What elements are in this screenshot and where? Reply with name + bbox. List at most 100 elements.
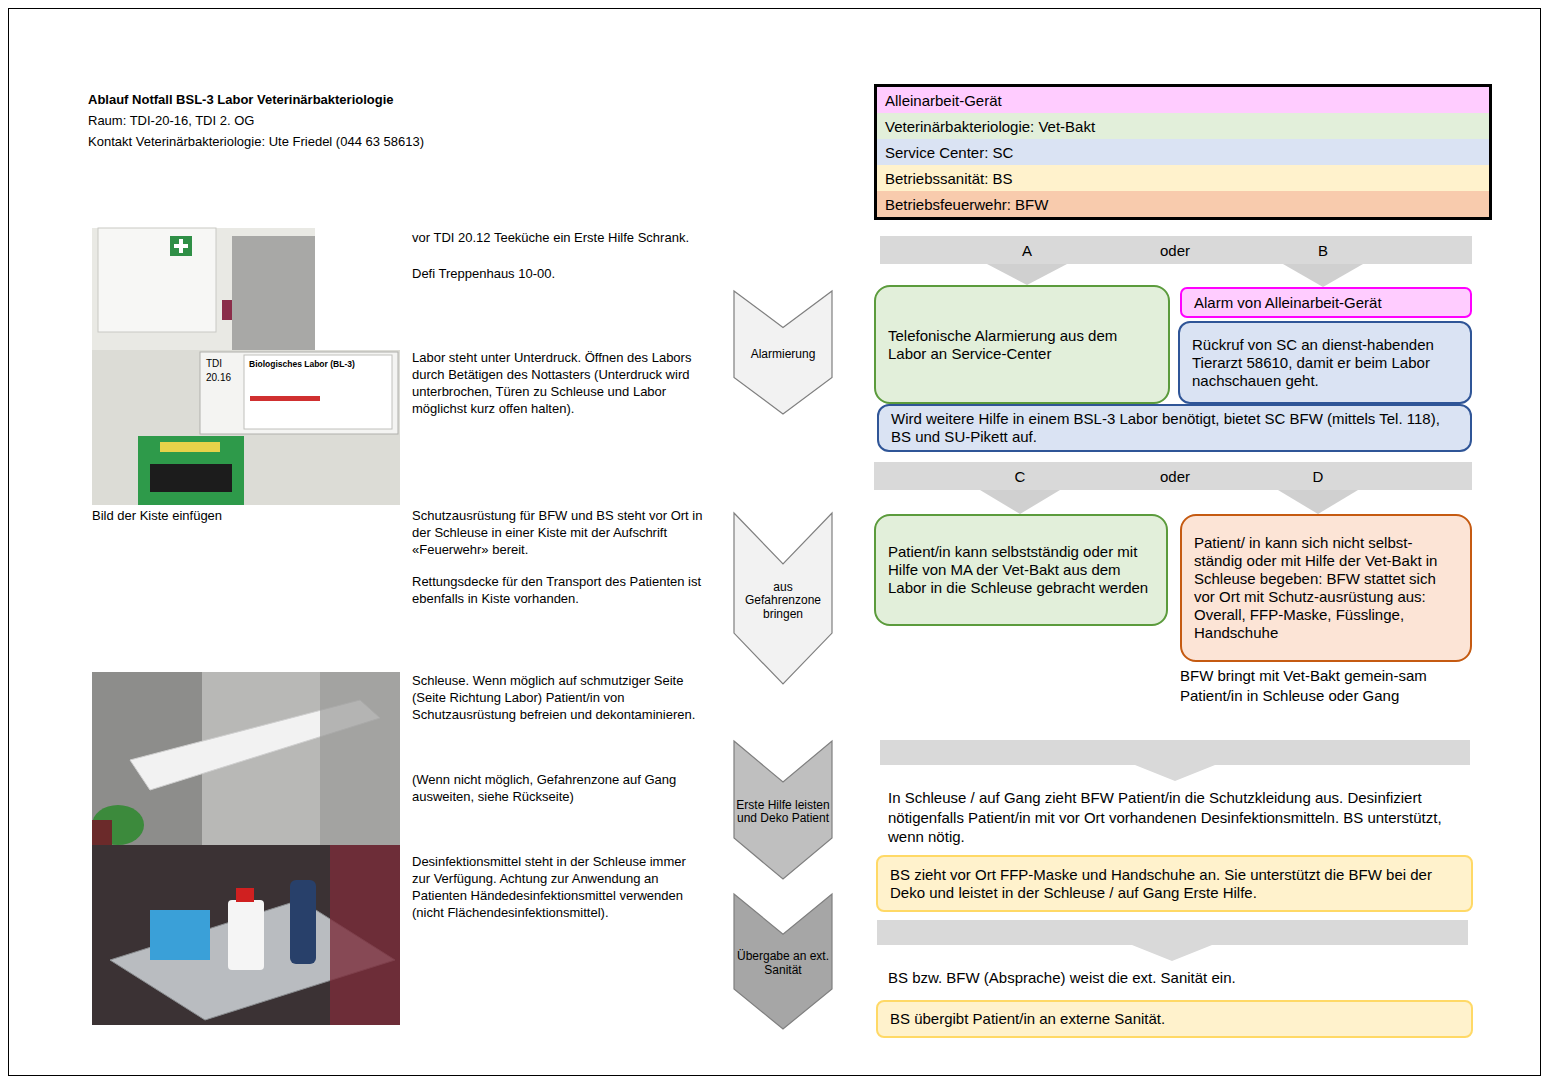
- note-text: vor TDI 20.12 Teeküche ein Erste Hilfe S…: [412, 230, 704, 247]
- tube-rack: [150, 910, 210, 960]
- legend-text: Betriebsfeuerwehr: BFW: [885, 196, 1048, 213]
- door: [232, 236, 315, 350]
- legend-text: Veterinärbakteriologie: Vet-Bakt: [885, 118, 1095, 135]
- note-text: Biologisches Labor (BL-3): [249, 359, 389, 370]
- box-text: Patient/in kann selbstständig oder mit H…: [888, 543, 1154, 597]
- note-text: TDI: [206, 357, 242, 370]
- note-text: Raum: TDI-20-16, TDI 2. OG: [88, 113, 688, 130]
- box-text: Wird weitere Hilfe in einem BSL-3 Labor …: [891, 410, 1458, 446]
- door-handle: [222, 300, 232, 320]
- flow-arrow: [1132, 945, 1212, 961]
- process-box: Telefonische Alarmierung aus dem Labor a…: [874, 285, 1170, 404]
- page-frame: [9, 9, 1541, 1076]
- note-text: (Wenn nicht möglich, Gefahrenzone auf Ga…: [412, 772, 704, 806]
- box-text: BS übergibt Patient/in an externe Sanitä…: [890, 1010, 1459, 1028]
- photo-disinfectant: [92, 845, 400, 1025]
- note-text: In Schleuse / auf Gang zieht BFW Patient…: [888, 788, 1468, 847]
- flow-arrow: [1135, 765, 1215, 781]
- photo-first-aid-cabinet: [92, 228, 315, 350]
- flow-band: [877, 920, 1468, 945]
- chevron-outline: [734, 741, 832, 879]
- phase-chevron: aus Gefahrenzone bringen: [733, 512, 833, 685]
- legend-text: Betriebssanität: BS: [885, 170, 1013, 187]
- flow-band: [880, 740, 1470, 765]
- box-text: Alarm von Alleinarbeit-Gerät: [1194, 294, 1458, 312]
- sign-plate: [200, 352, 398, 434]
- note-text: BS bzw. BFW (Absprache) weist die ext. S…: [888, 968, 1468, 988]
- band-text: B: [1318, 242, 1328, 259]
- box-text: Rückruf von SC an dienst-habenden Tierar…: [1192, 336, 1458, 390]
- flow-arrow: [987, 264, 1067, 285]
- spray-bottle: [290, 880, 316, 964]
- band-text: C: [1015, 468, 1026, 485]
- legend-swatch: Veterinärbakteriologie: Vet-Bakt: [877, 113, 1489, 139]
- sign-inner: [244, 355, 392, 429]
- band-text: A: [1022, 242, 1032, 259]
- chevron-text-area: aus Gefahrenzone bringen: [736, 566, 830, 637]
- legend-swatch: Service Center: SC: [877, 139, 1489, 165]
- flow-arrow: [980, 490, 1060, 514]
- box-text: Telefonische Alarmierung aus dem Labor a…: [888, 327, 1156, 363]
- button-window: [150, 464, 232, 492]
- phase-label: Alarmierung: [751, 348, 816, 362]
- process-box: Rückruf von SC an dienst-habenden Tierar…: [1178, 321, 1472, 404]
- glove: [92, 820, 112, 845]
- phase-chevron: Erste Hilfe leisten und Deko Patient: [733, 740, 833, 880]
- chevron-outline: [734, 291, 832, 414]
- band-text: oder: [1160, 468, 1190, 485]
- process-box: BS zieht vor Ort FFP-Maske und Handschuh…: [876, 855, 1473, 912]
- box-text: BS zieht vor Ort FFP-Maske und Handschuh…: [890, 866, 1459, 902]
- note-text: Desinfektionsmittel steht in der Schleus…: [412, 854, 704, 922]
- process-box: Patient/in kann selbstständig oder mit H…: [874, 514, 1168, 626]
- flow-band: Coder D: [874, 462, 1472, 490]
- emergency-button-box: [138, 436, 244, 505]
- bottle: [228, 900, 264, 970]
- legend-text: Service Center: SC: [885, 144, 1013, 161]
- glass-door: [320, 672, 400, 845]
- note-text: Schutzausrüstung für BFW und BS steht vo…: [412, 508, 704, 559]
- phase-label: aus Gefahrenzone bringen: [736, 581, 830, 622]
- legend-text: Alleinarbeit-Gerät: [885, 92, 1002, 109]
- box-text: Patient/ in kann sich nicht selbst-ständ…: [1194, 534, 1458, 642]
- glove: [330, 845, 400, 1025]
- chevron-text-area: Erste Hilfe leisten und Deko Patient: [736, 784, 830, 841]
- note-text: Schleuse. Wenn möglich auf schmutziger S…: [412, 673, 704, 724]
- legend-swatch: Betriebssanität: BS: [877, 165, 1489, 191]
- cabinet: [98, 228, 216, 332]
- phase-chevron: Alarmierung: [733, 290, 833, 415]
- note-text: BFW bringt mit Vet-Bakt gemein-sam Patie…: [1180, 666, 1472, 705]
- photo-ground: [92, 228, 315, 350]
- cross-bar: [174, 244, 188, 248]
- photo-ground: [92, 672, 400, 845]
- band-text: D: [1313, 468, 1324, 485]
- note-text: Labor steht unter Unterdruck. Öffnen des…: [412, 350, 704, 418]
- note-text: Kontakt Veterinärbakteriologie: Ute Frie…: [88, 134, 688, 151]
- sign-warning-line: [250, 396, 320, 401]
- chevron-outline: [734, 894, 832, 1029]
- photo-airlock: [92, 672, 400, 845]
- bottle-cap: [236, 888, 254, 902]
- photo-lab-door-sign: [92, 350, 400, 505]
- flow-band: Aoder B: [880, 236, 1472, 264]
- legend-box: Alleinarbeit-GerätVeterinärbakteriologie…: [874, 84, 1492, 220]
- process-box: Wird weitere Hilfe in einem BSL-3 Labor …: [877, 404, 1472, 452]
- note-text: Bild der Kiste einfügen: [92, 508, 312, 525]
- note-text: Defi Treppenhaus 10-00.: [412, 266, 704, 283]
- watering-can: [92, 805, 144, 845]
- band-text: oder: [1160, 242, 1190, 259]
- flow-arrow: [1283, 264, 1363, 287]
- chevron-outline: [734, 513, 832, 684]
- photo-ground: [92, 845, 400, 1025]
- process-box: BS übergibt Patient/in an externe Sanitä…: [876, 1000, 1473, 1038]
- flow-arrow: [1278, 490, 1358, 514]
- phase-chevron: Übergabe an ext. Sanität: [733, 893, 833, 1030]
- photo-ground: [92, 350, 400, 505]
- green-cross-sign: [170, 236, 192, 256]
- note-text: Rettungsdecke für den Transport des Pati…: [412, 574, 704, 608]
- phase-label: Übergabe an ext. Sanität: [736, 950, 830, 978]
- phase-label: Erste Hilfe leisten und Deko Patient: [736, 799, 830, 827]
- legend-swatch: Betriebsfeuerwehr: BFW: [877, 191, 1489, 217]
- chevron-text-area: Alarmierung: [736, 330, 830, 381]
- chevron-text-area: Übergabe an ext. Sanität: [736, 936, 830, 992]
